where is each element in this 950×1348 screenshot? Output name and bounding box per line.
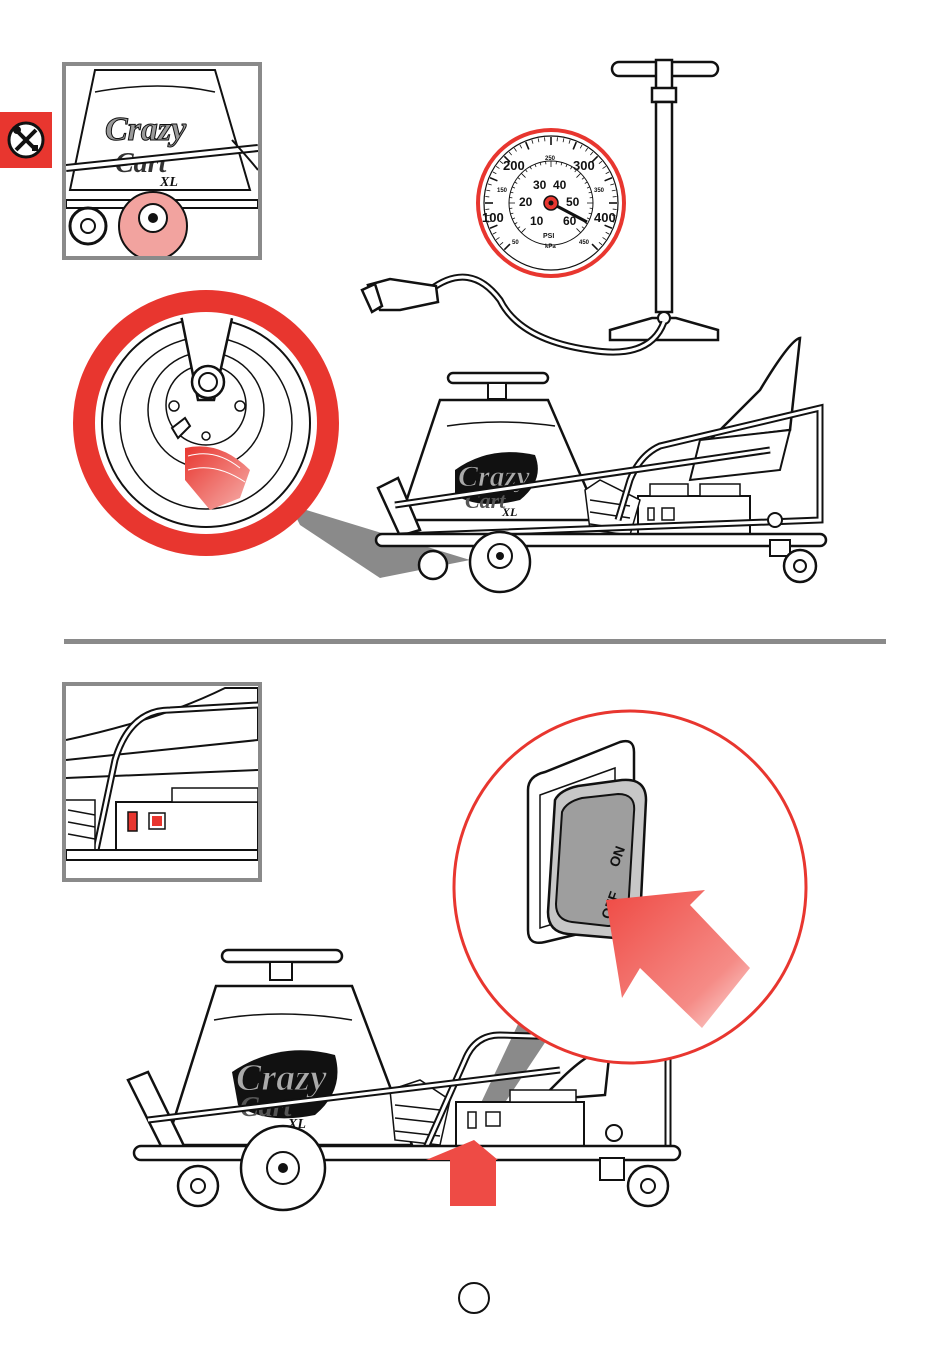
- psi-label: 10: [530, 214, 544, 228]
- small-label: 250: [545, 156, 556, 162]
- page-number-marker: [459, 1283, 489, 1313]
- pressure-gauge-icon: 200 300 100 400 10 20 30 40 50 60 50 150…: [478, 130, 624, 276]
- small-label: 150: [497, 188, 508, 194]
- psi-label: 20: [519, 195, 533, 209]
- kpa-label: 100: [482, 210, 504, 225]
- logo-word-3: XL: [159, 175, 178, 190]
- section-divider: [64, 639, 886, 644]
- small-label: 450: [579, 240, 590, 246]
- tools-icon: [9, 123, 43, 157]
- magnified-switch-view: ON OFF: [454, 711, 806, 1063]
- small-label: 50: [512, 240, 519, 246]
- psi-label: 50: [566, 195, 580, 209]
- logo-word-1: Crazy: [105, 111, 187, 148]
- kpa-label: 300: [573, 158, 595, 173]
- psi-unit: PSI: [543, 233, 554, 240]
- inset-switch-location: [64, 684, 260, 880]
- magnified-valve-view: [84, 300, 328, 545]
- psi-label: 40: [553, 178, 567, 192]
- small-label: 350: [594, 188, 605, 194]
- kpa-label: 200: [503, 158, 525, 173]
- logo-word-3: XL: [501, 505, 517, 519]
- inset-front-wheel: Crazy Cart XL: [64, 64, 260, 260]
- kpa-unit: kPa: [545, 244, 556, 250]
- section-tab: [0, 112, 52, 168]
- psi-label: 30: [533, 178, 547, 192]
- kpa-label: 400: [594, 210, 616, 225]
